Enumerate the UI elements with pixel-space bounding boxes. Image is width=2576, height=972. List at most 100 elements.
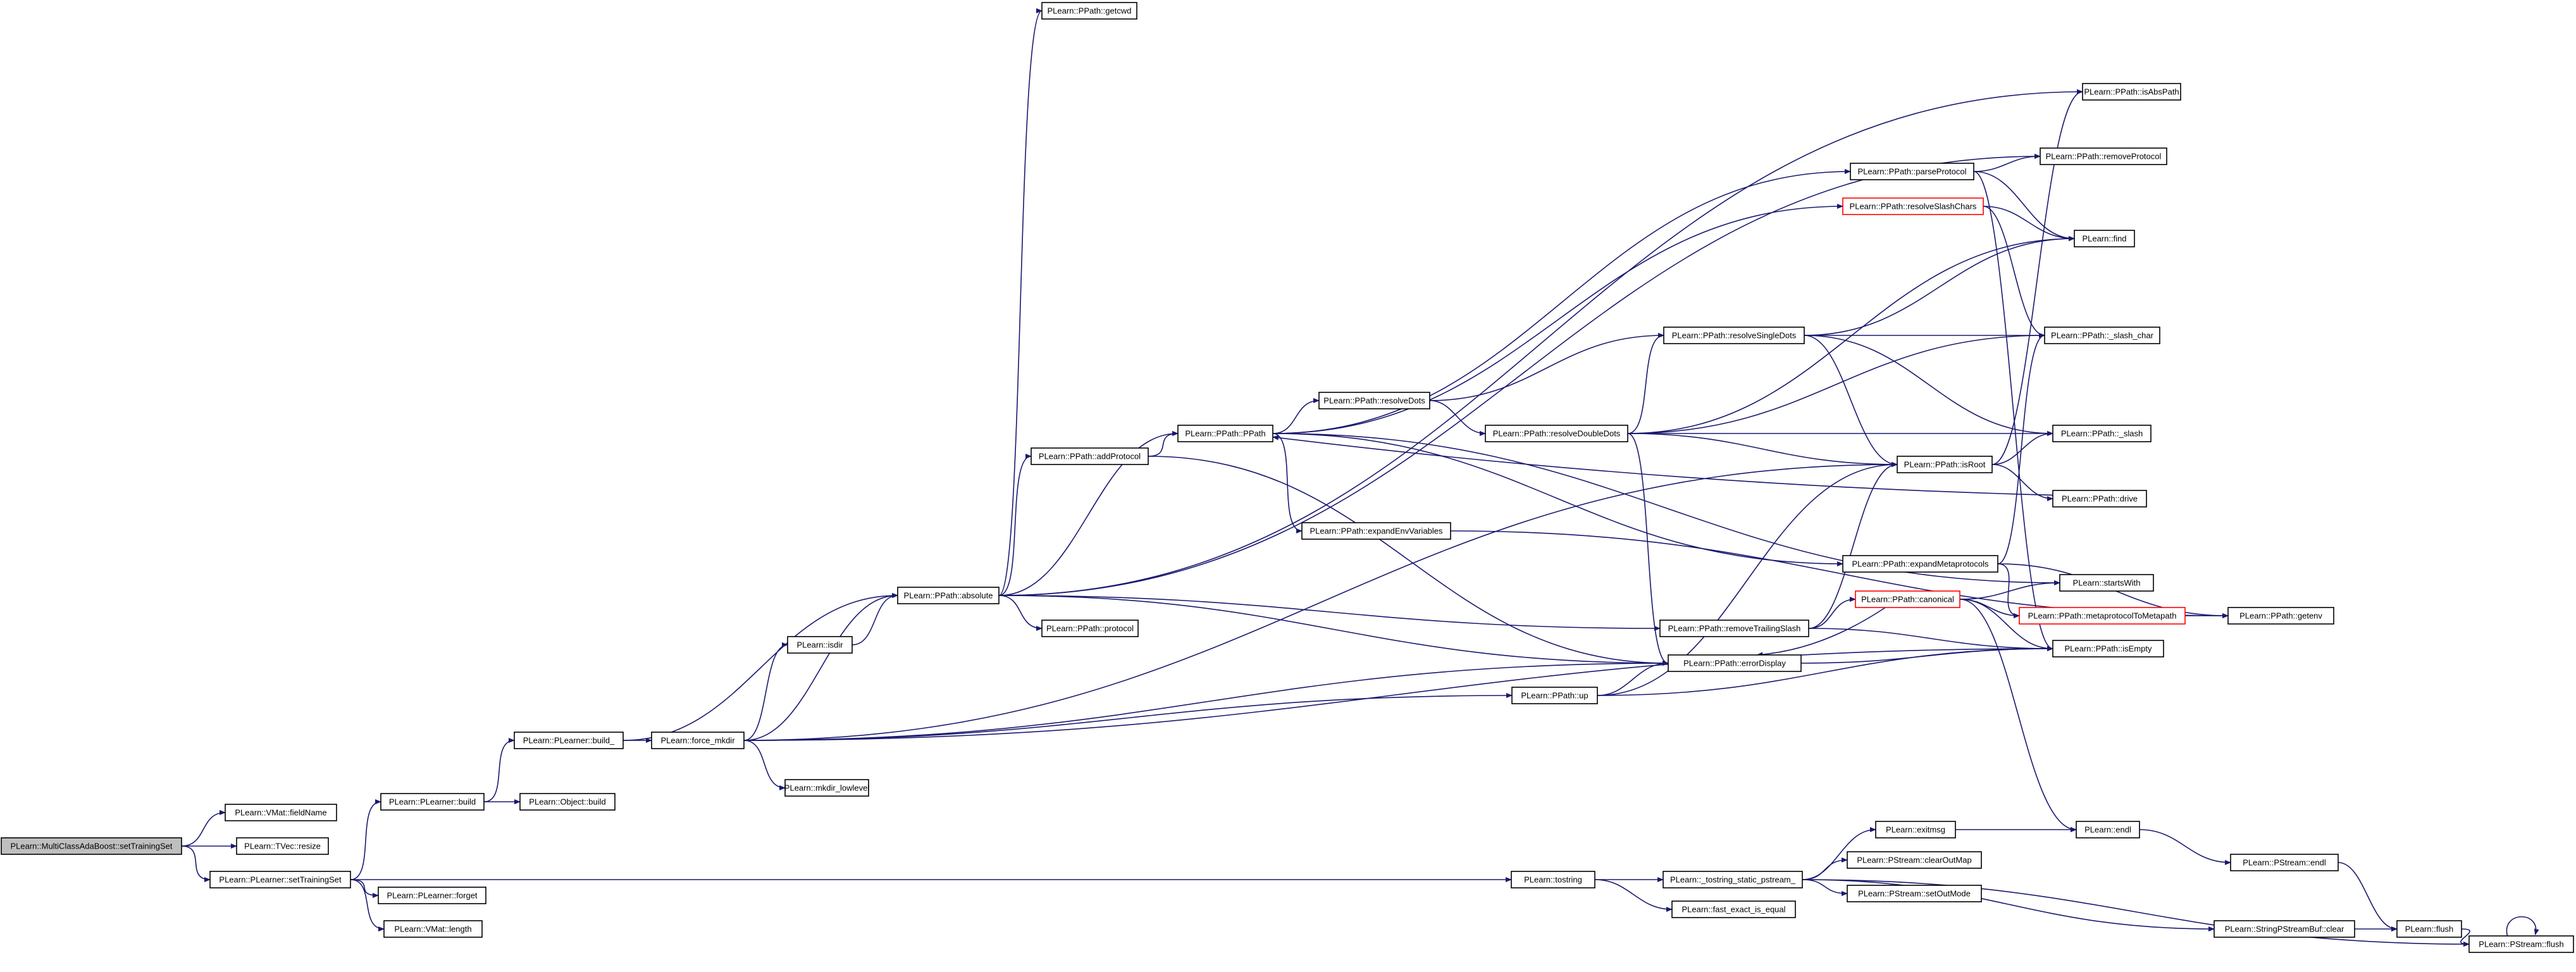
node-ppath-drive[interactable]: PLearn::PPath::drive bbox=[2052, 490, 2147, 508]
node-ppath-getcwd[interactable]: PLearn::PPath::getcwd bbox=[1041, 2, 1137, 20]
node-ppath-absolute[interactable]: PLearn::PPath::absolute bbox=[897, 587, 1000, 604]
node-ppath-resolveDoubleDots[interactable]: PLearn::PPath::resolveDoubleDots bbox=[1485, 425, 1628, 442]
node-box[interactable] bbox=[2468, 935, 2574, 953]
node-ppath-slash-char[interactable]: PLearn::PPath::_slash_char bbox=[2044, 327, 2160, 344]
node-box[interactable] bbox=[1663, 871, 1803, 888]
node-box[interactable] bbox=[209, 871, 351, 888]
node-box[interactable] bbox=[2019, 607, 2186, 625]
node-box[interactable] bbox=[1842, 555, 1998, 573]
node-box[interactable] bbox=[897, 587, 1000, 604]
node-exitmsg[interactable]: PLearn::exitmsg bbox=[1875, 821, 1956, 838]
node-stringpstreambuf-clear[interactable]: PLearn::StringPStreamBuf::clear bbox=[2214, 920, 2355, 938]
node-ppath-up[interactable]: PLearn::PPath::up bbox=[1511, 687, 1598, 704]
node-fast-exact-is-equal[interactable]: PLearn::fast_exact_is_equal bbox=[1671, 900, 1796, 918]
node-ppath-resolveSlashChars[interactable]: PLearn::PPath::resolveSlashChars bbox=[1842, 197, 1984, 215]
node-object-build[interactable]: PLearn::Object::build bbox=[519, 793, 616, 811]
node-box[interactable] bbox=[519, 793, 616, 811]
node-box[interactable] bbox=[1301, 522, 1451, 540]
node-box[interactable] bbox=[383, 920, 483, 938]
node-box[interactable] bbox=[225, 804, 337, 821]
node-pstream-endl[interactable]: PLearn::PStream::endl bbox=[2230, 854, 2339, 871]
node-box[interactable] bbox=[1485, 425, 1628, 442]
node-ppath-find[interactable]: PLearn::find bbox=[2074, 230, 2135, 247]
node-box[interactable] bbox=[1659, 620, 1809, 637]
node-box[interactable] bbox=[2396, 920, 2462, 938]
node-plearner-build[interactable]: PLearn::PLearner::build bbox=[380, 793, 485, 811]
node-box[interactable] bbox=[1041, 620, 1139, 637]
node-box[interactable] bbox=[2214, 920, 2355, 938]
node-ppath-metaprotocolToMetapath[interactable]: PLearn::PPath::metaprotocolToMetapath bbox=[2019, 607, 2186, 625]
node-box[interactable] bbox=[784, 779, 869, 797]
node-box[interactable] bbox=[2052, 490, 2147, 508]
node-ppath-canonical[interactable]: PLearn::PPath::canonical bbox=[1855, 590, 1960, 608]
node-box[interactable] bbox=[2076, 821, 2140, 838]
node-box[interactable] bbox=[2044, 327, 2160, 344]
node-box[interactable] bbox=[1847, 851, 1982, 869]
node-mkdir-lowlevel[interactable]: PLearn::mkdir_lowlevel bbox=[784, 779, 870, 797]
node-box[interactable] bbox=[1671, 900, 1796, 918]
node-ppath-resolveDots[interactable]: PLearn::PPath::resolveDots bbox=[1318, 392, 1430, 409]
node-isdir[interactable]: PLearn::isdir bbox=[787, 636, 853, 654]
node-flush[interactable]: PLearn::flush bbox=[2396, 920, 2462, 938]
node-tostring[interactable]: PLearn::tostring bbox=[1511, 871, 1595, 888]
node-ppath-isAbsPath[interactable]: PLearn::PPath::isAbsPath bbox=[2082, 83, 2181, 101]
node-box[interactable] bbox=[1511, 687, 1598, 704]
node-box[interactable] bbox=[1, 837, 182, 855]
node-ppath-expandEnvVariables[interactable]: PLearn::PPath::expandEnvVariables bbox=[1301, 522, 1451, 540]
node-box[interactable] bbox=[1855, 590, 1960, 608]
node-box[interactable] bbox=[1177, 425, 1273, 442]
node-ppath-addProtocol[interactable]: PLearn::PPath::addProtocol bbox=[1031, 447, 1149, 465]
node-ppath-expandMetaprotocols[interactable]: PLearn::PPath::expandMetaprotocols bbox=[1842, 555, 1998, 573]
node-box[interactable] bbox=[2059, 574, 2154, 592]
node-ppath-removeProtocol[interactable]: PLearn::PPath::removeProtocol bbox=[2040, 147, 2167, 165]
node-tostring-static-pstream[interactable]: PLearn::_tostring_static_pstream_ bbox=[1663, 871, 1803, 888]
node-ppath-parseProtocol[interactable]: PLearn::PPath::parseProtocol bbox=[1850, 163, 1974, 180]
node-box[interactable] bbox=[1847, 885, 1982, 902]
node-box[interactable] bbox=[380, 793, 485, 811]
node-tvec-resize[interactable]: PLearn::TVec::resize bbox=[236, 837, 329, 855]
node-box[interactable] bbox=[787, 636, 853, 654]
node-pstream-setOutMode[interactable]: PLearn::PStream::setOutMode bbox=[1847, 885, 1982, 902]
node-vmat-fieldName[interactable]: PLearn::VMat::fieldName bbox=[225, 804, 337, 821]
node-box[interactable] bbox=[1850, 163, 1974, 180]
node-box[interactable] bbox=[514, 732, 624, 749]
node-box[interactable] bbox=[236, 837, 329, 855]
node-box[interactable] bbox=[2227, 607, 2334, 625]
node-ppath-isEmpty[interactable]: PLearn::PPath::isEmpty bbox=[2052, 640, 2164, 657]
node-plearner-forget[interactable]: PLearn::PLearner::forget bbox=[378, 887, 486, 904]
node-box[interactable] bbox=[1041, 2, 1137, 20]
node-box[interactable] bbox=[2074, 230, 2135, 247]
node-ppath-errorDisplay[interactable]: PLearn::PPath::errorDisplay bbox=[1668, 654, 1802, 672]
node-box[interactable] bbox=[1318, 392, 1430, 409]
node-box[interactable] bbox=[1031, 447, 1149, 465]
node-box[interactable] bbox=[1511, 871, 1595, 888]
node-pstream-flush[interactable]: PLearn::PStream::flush bbox=[2468, 935, 2574, 953]
node-box[interactable] bbox=[1668, 654, 1802, 672]
node-box[interactable] bbox=[1897, 456, 1993, 473]
node-box[interactable] bbox=[1842, 197, 1984, 215]
node-box[interactable] bbox=[651, 732, 745, 749]
node-box[interactable] bbox=[2230, 854, 2339, 871]
node-box[interactable] bbox=[378, 887, 486, 904]
node-box[interactable] bbox=[2052, 425, 2152, 442]
node-mcab-setTrainingSet[interactable]: PLearn::MultiClassAdaBoost::setTrainingS… bbox=[1, 837, 182, 855]
node-endl[interactable]: PLearn::endl bbox=[2076, 821, 2140, 838]
node-plearner-setTrainingSet[interactable]: PLearn::PLearner::setTrainingSet bbox=[209, 871, 351, 888]
node-startsWith[interactable]: PLearn::startsWith bbox=[2059, 574, 2154, 592]
node-box[interactable] bbox=[2052, 640, 2164, 657]
node-ppath-isRoot[interactable]: PLearn::PPath::isRoot bbox=[1897, 456, 1993, 473]
node-force-mkdir[interactable]: PLearn::force_mkdir bbox=[651, 732, 745, 749]
node-pstream-clearOutMap[interactable]: PLearn::PStream::clearOutMap bbox=[1847, 851, 1982, 869]
node-ppath-resolveSingleDots[interactable]: PLearn::PPath::resolveSingleDots bbox=[1663, 327, 1805, 344]
node-ppath-getenv[interactable]: PLearn::PPath::getenv bbox=[2227, 607, 2334, 625]
node-vmat-length[interactable]: PLearn::VMat::length bbox=[383, 920, 483, 938]
node-ppath-removeTrailingSlash[interactable]: PLearn::PPath::removeTrailingSlash bbox=[1659, 620, 1809, 637]
node-ppath-slash[interactable]: PLearn::PPath::_slash bbox=[2052, 425, 2152, 442]
node-box[interactable] bbox=[2082, 83, 2181, 101]
node-box[interactable] bbox=[1663, 327, 1805, 344]
node-box[interactable] bbox=[2040, 147, 2167, 165]
node-ppath-protocol[interactable]: PLearn::PPath::protocol bbox=[1041, 620, 1139, 637]
node-plearner-build-[interactable]: PLearn::PLearner::build_ bbox=[514, 732, 624, 749]
node-ppath-PPath[interactable]: PLearn::PPath::PPath bbox=[1177, 425, 1273, 442]
node-box[interactable] bbox=[1875, 821, 1956, 838]
